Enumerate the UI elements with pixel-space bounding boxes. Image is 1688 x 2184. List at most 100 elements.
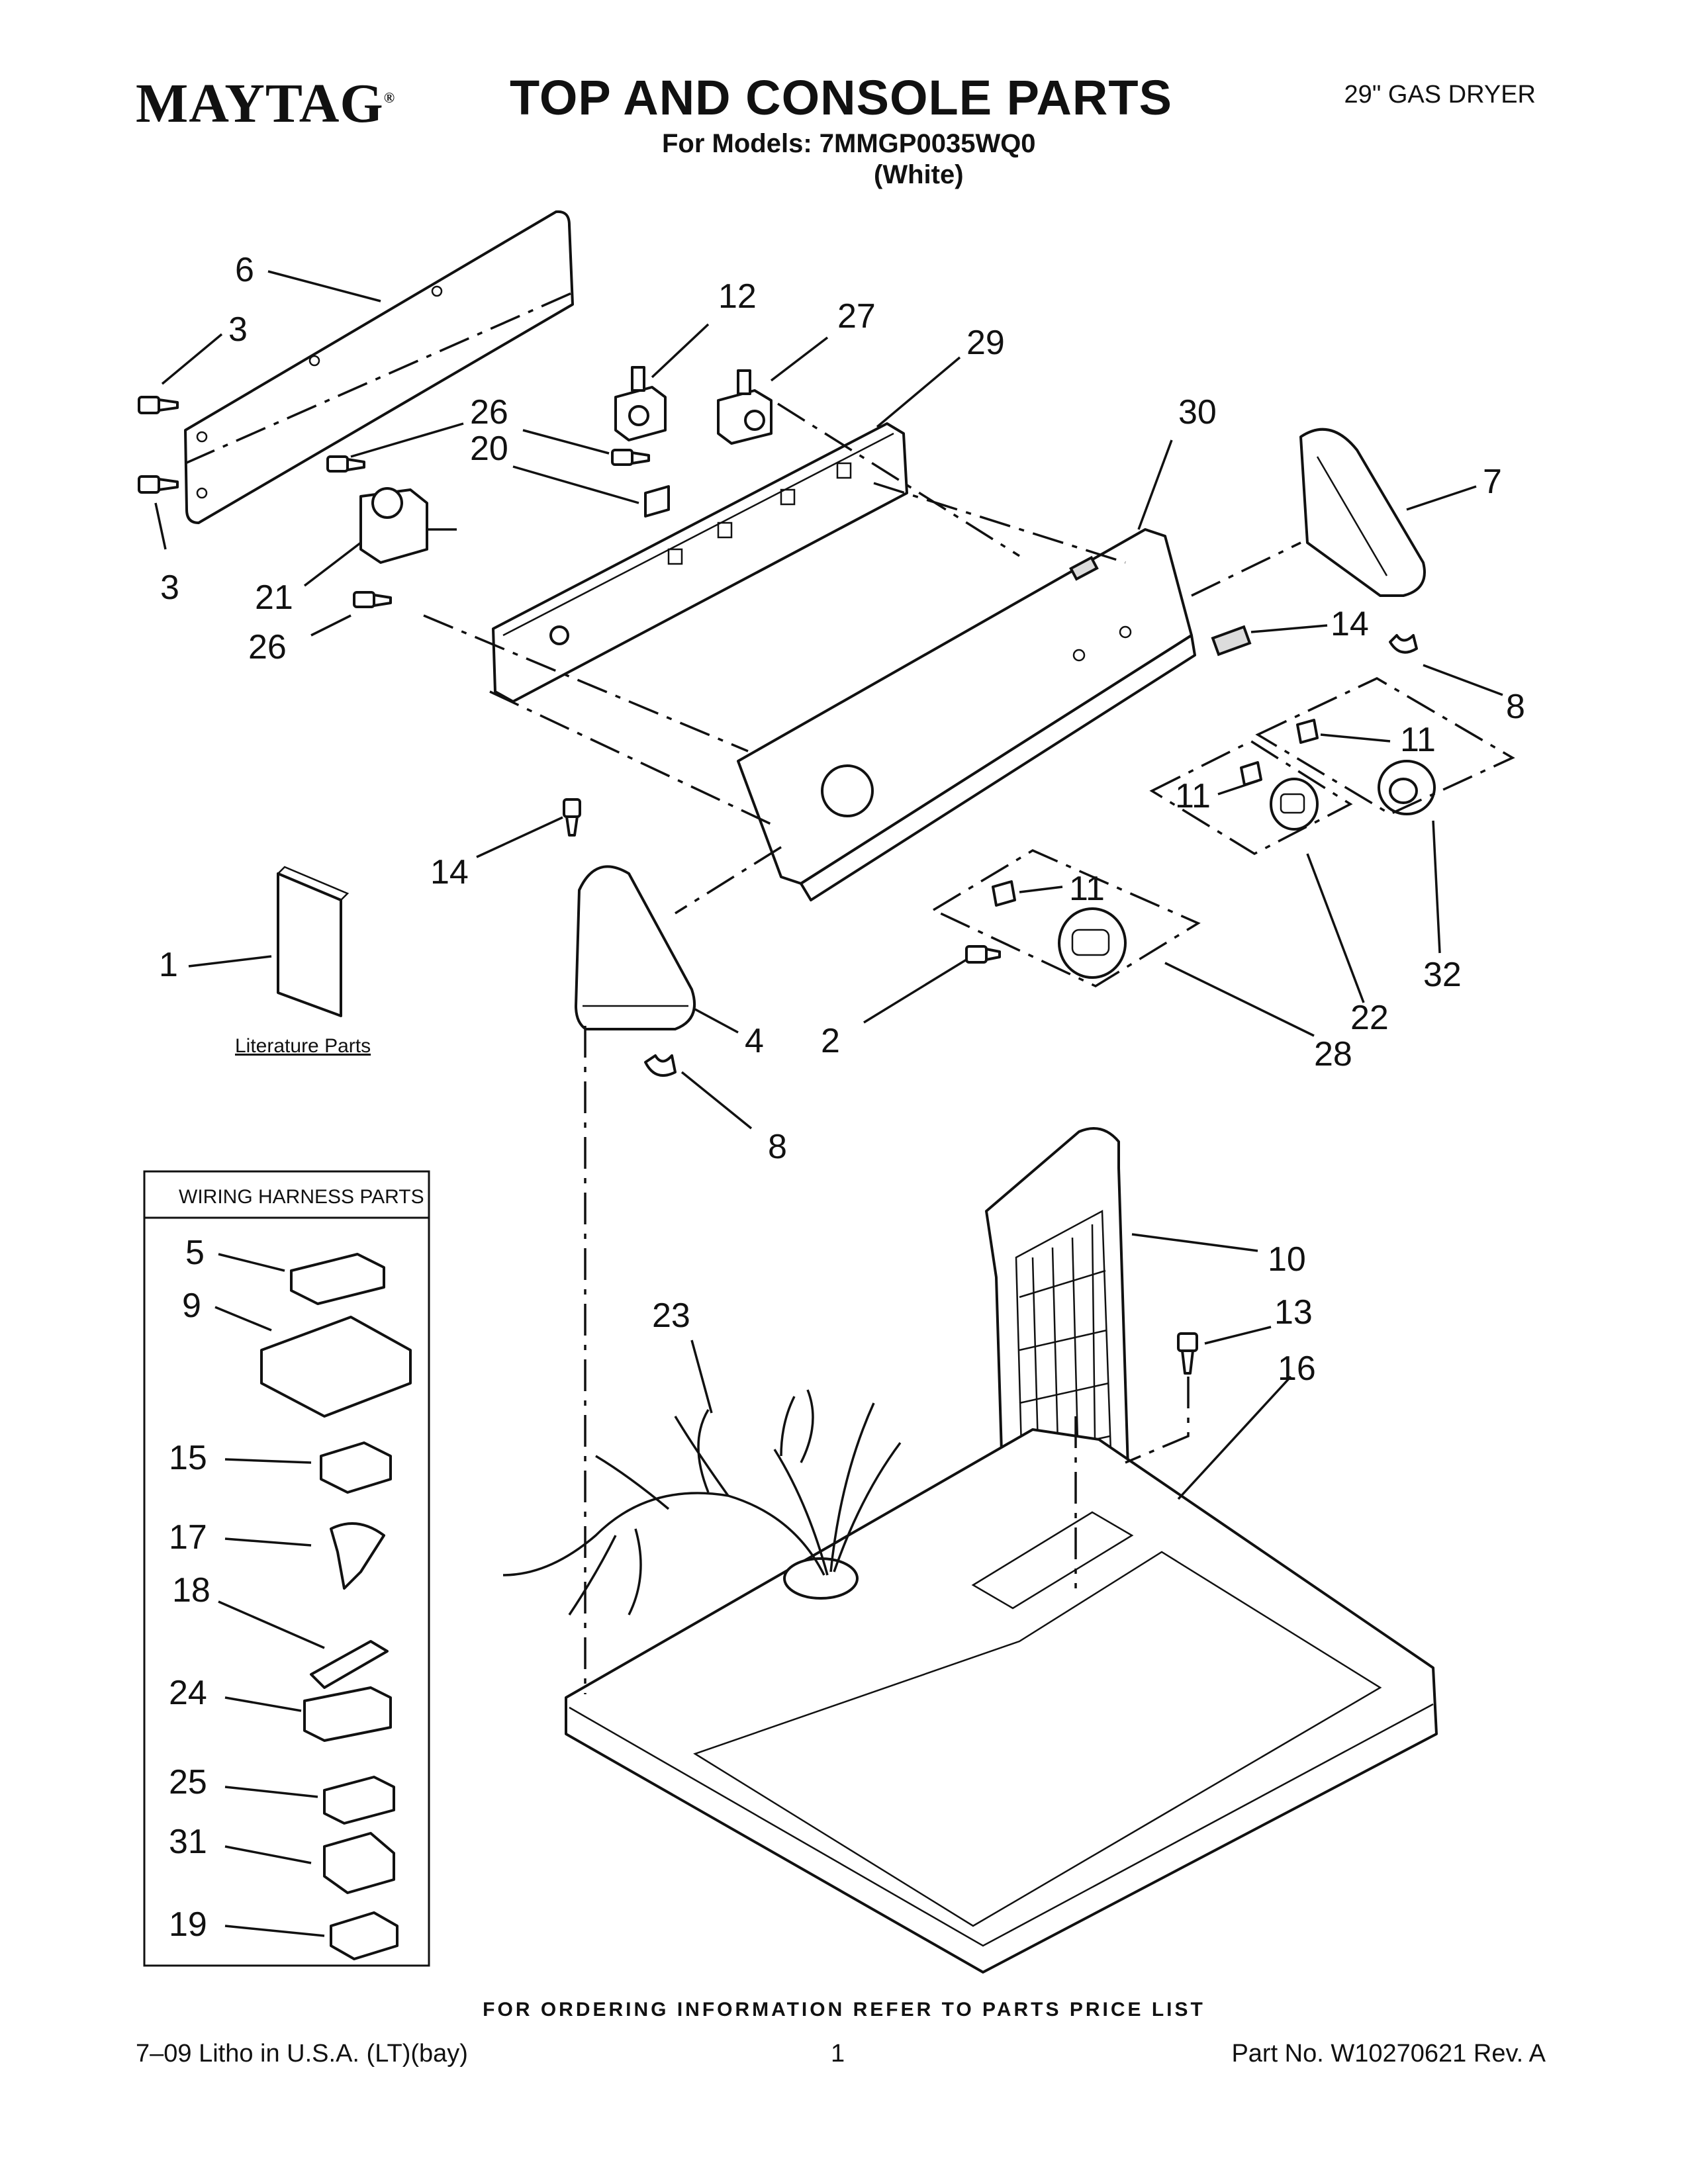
- part-30-console: [737, 528, 1196, 901]
- part-20-clip: [644, 485, 670, 518]
- part-11-shaft-middle: [1240, 761, 1262, 786]
- harness-part-19: [330, 1911, 399, 1960]
- callout-3-upper: 3: [228, 310, 248, 349]
- wiring-item-24: 24: [169, 1674, 207, 1712]
- callout-14-right: 14: [1331, 605, 1369, 643]
- callout-32: 32: [1423, 956, 1462, 994]
- harness-part-31: [323, 1832, 395, 1894]
- wiring-item-31: 31: [169, 1823, 207, 1861]
- part-8-clip-right: [1389, 634, 1418, 654]
- part-14-grille: [1211, 625, 1252, 657]
- callout-28: 28: [1314, 1035, 1352, 1073]
- callout-29: 29: [966, 324, 1005, 362]
- callout-21: 21: [255, 578, 293, 617]
- part-14-screw: [563, 798, 581, 837]
- part-3-screw-upper: [138, 396, 179, 414]
- literature-parts-label: Literature Parts: [235, 1035, 371, 1057]
- callout-26-lower: 26: [248, 628, 287, 666]
- assembly-line-panel-lower: [489, 690, 778, 829]
- brand-name: MAYTAG: [136, 73, 384, 134]
- assembly-line-screw: [1125, 1377, 1190, 1464]
- callout-27: 27: [837, 297, 876, 336]
- callout-11-middle: 11: [1175, 777, 1211, 815]
- knob-group-22: [1149, 739, 1353, 856]
- wiring-item-15: 15: [169, 1439, 207, 1477]
- brand-registered-mark: ®: [383, 89, 396, 106]
- part-22-knob: [1270, 778, 1319, 831]
- wiring-item-19: 19: [169, 1905, 207, 1944]
- part-26-screw-left: [326, 455, 365, 473]
- harness-part-9: [260, 1316, 412, 1418]
- assembly-line-panel: [423, 614, 749, 752]
- callout-23: 23: [652, 1297, 690, 1335]
- models-line: For Models: 7MMGP0035WQ0: [662, 129, 1036, 158]
- ordering-note: FOR ORDERING INFORMATION REFER TO PARTS …: [483, 1999, 1205, 2021]
- part-21-switch: [359, 487, 457, 564]
- wiring-item-17: 17: [169, 1518, 207, 1557]
- harness-part-24: [303, 1686, 392, 1742]
- part-12-switch: [614, 366, 667, 441]
- callout-14-left: 14: [430, 853, 469, 891]
- callout-8-right: 8: [1506, 688, 1525, 726]
- callout-26-upper: 26: [470, 393, 508, 432]
- harness-part-17: [330, 1522, 385, 1590]
- wiring-item-5: 5: [185, 1234, 205, 1272]
- callout-8-left: 8: [768, 1128, 787, 1166]
- part-2-screw: [965, 945, 1001, 964]
- callout-16: 16: [1278, 1349, 1316, 1388]
- assembly-line-endcap-left: [675, 846, 782, 915]
- part-13-screw: [1177, 1332, 1198, 1375]
- assembly-line-console: [873, 482, 1126, 564]
- callout-7: 7: [1483, 463, 1502, 501]
- assembly-line-bracket: [185, 290, 577, 465]
- harness-part-25: [323, 1776, 395, 1825]
- wiring-box-title: WIRING HARNESS PARTS: [179, 1186, 424, 1208]
- callout-13: 13: [1274, 1293, 1313, 1332]
- knob-group-28: [931, 849, 1201, 987]
- assembly-line-endcap: [1191, 541, 1301, 597]
- wiring-item-18: 18: [172, 1571, 211, 1610]
- product-type: 29" GAS DRYER: [1344, 81, 1536, 109]
- page-title: TOP AND CONSOLE PARTS: [510, 70, 1172, 125]
- callout-12: 12: [718, 277, 757, 316]
- part-16-dryer-top: [565, 1428, 1438, 1974]
- part-6-bracket: [184, 210, 574, 524]
- callout-4: 4: [745, 1022, 764, 1060]
- callout-22: 22: [1350, 999, 1389, 1037]
- part-27-switch: [717, 369, 773, 445]
- callout-11-right: 11: [1400, 721, 1436, 759]
- knob-group-32: [1255, 677, 1515, 815]
- part-7-end-cap: [1299, 428, 1426, 597]
- harness-part-5: [290, 1253, 385, 1305]
- part-number: Part No. W10270621 Rev. A: [1231, 2040, 1546, 2068]
- wiring-harness-box: WIRING HARNESS PARTS 5 9 15 17 18 24 25 …: [143, 1170, 430, 1967]
- callout-11-lower: 11: [1069, 870, 1105, 908]
- harness-part-15: [320, 1441, 392, 1494]
- assembly-line-switch: [777, 402, 1020, 557]
- callout-6: 6: [235, 251, 254, 289]
- part-26-screw-right: [611, 449, 650, 466]
- wiring-item-9: 9: [182, 1287, 201, 1325]
- callout-2: 2: [821, 1022, 840, 1060]
- part-29-control-panel: [492, 422, 908, 703]
- callout-10: 10: [1268, 1240, 1306, 1279]
- part-8-clip-left: [644, 1054, 677, 1077]
- callout-20: 20: [470, 430, 508, 468]
- part-1-literature: [277, 866, 350, 1017]
- callout-30: 30: [1178, 393, 1217, 432]
- callout-3-lower: 3: [160, 569, 179, 607]
- harness-part-18: [310, 1640, 389, 1689]
- part-11-shaft-right: [1296, 719, 1319, 744]
- part-3-screw-lower: [138, 475, 179, 494]
- color-variant: (White): [874, 160, 964, 189]
- part-26-screw-lower: [353, 591, 392, 608]
- part-28-knob: [1058, 907, 1127, 979]
- litho-info: 7–09 Litho in U.S.A. (LT)(bay): [136, 2040, 468, 2068]
- brand-logo: MAYTAG®: [136, 71, 395, 136]
- callout-1: 1: [159, 946, 178, 984]
- page-number: 1: [831, 2040, 845, 2068]
- part-11-shaft-lower: [992, 880, 1016, 907]
- part-4-end-cap: [575, 865, 696, 1030]
- part-23-wiring-harness: [502, 1389, 902, 1615]
